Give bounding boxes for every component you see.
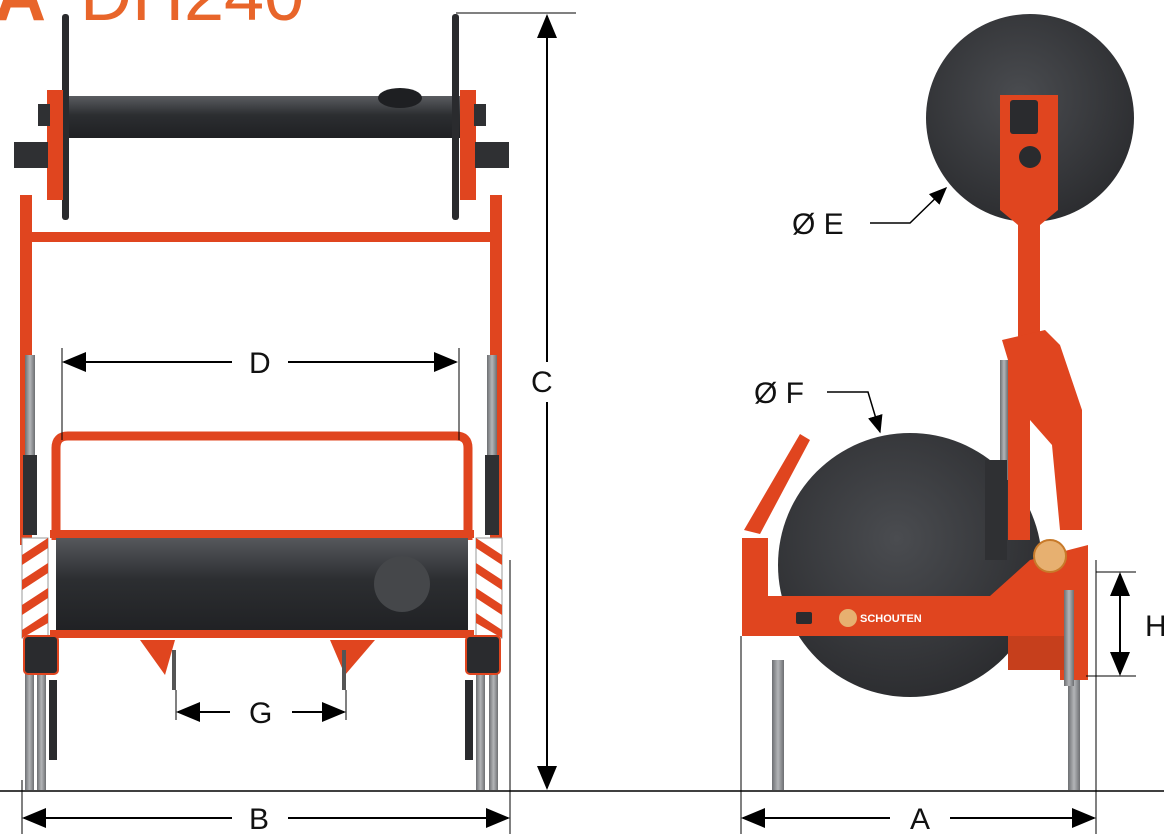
front-cylinder-right-body [485,455,499,535]
label-e: Ø E [792,208,844,241]
front-upper-flange-right [452,14,459,220]
front-tail-light-right [465,635,501,675]
front-foot-right [465,680,473,760]
side-leg-front [772,660,784,790]
front-motor-right-cap [474,104,486,126]
side-push-handle [744,434,810,534]
side-mast-arm [1002,330,1082,540]
front-upper-bracket-left [47,90,63,200]
front-motor-right [475,142,509,168]
side-cylinder-body [985,460,1007,560]
front-upper-drum-socket [378,88,422,108]
front-top-crossbeam [24,232,498,242]
front-hitch-bracket-left [140,640,175,675]
front-motor-left [14,142,48,168]
front-cylinder-right [487,355,497,465]
front-lower-frame-bottom [50,630,474,638]
side-cylinder-rod [1000,360,1008,480]
side-brand-logo-icon [1033,539,1067,573]
front-foot-left [49,680,57,760]
front-motor-left-cap [38,104,50,126]
side-view: SCHOUTEN [742,14,1134,790]
front-lower-frame-top [50,530,474,538]
side-brand-badge-icon [839,609,857,627]
dimension-annotations [21,12,1136,834]
front-view [14,14,509,790]
side-step-plate [1008,636,1068,670]
side-brand-strip: SCHOUTEN [796,609,922,627]
title-prefix: A [0,0,46,36]
brand-name: SCHOUTEN [860,613,922,625]
front-leg-left-outer [25,670,34,790]
front-leg-right-outer [489,670,498,790]
title-model: DH240 [80,0,304,36]
label-f: Ø F [754,377,804,410]
label-g: G [249,697,272,730]
front-hitch-pin-right [342,650,346,690]
side-mast-connector [1010,100,1038,134]
front-upper-bracket-right [460,90,476,200]
side-mast-hub [1019,146,1041,168]
label-b: B [249,803,269,834]
front-handle-bar [51,431,473,540]
dim-f-leader [827,391,883,434]
front-upper-flange-left [62,14,69,220]
front-hitch-pin-left [172,650,176,690]
front-cylinder-left-body [23,455,37,535]
front-cylinder-left [25,355,35,465]
front-leg-right-inner [476,670,485,790]
dim-e-leader [870,186,948,224]
side-chassis [742,538,1088,680]
front-leg-left-inner [37,670,46,790]
model-title: A DH240 [0,0,304,36]
side-mast-upper [1000,95,1058,360]
side-crank-rod [1064,590,1074,686]
front-lower-drum-hub [374,556,430,612]
label-a: A [910,803,930,834]
front-tail-light-left [23,635,59,675]
front-hitch-bracket-right [330,640,375,675]
label-h: H [1145,610,1164,643]
side-nameplate-icon [796,612,812,624]
label-c: C [531,366,553,399]
front-reflector-right [475,537,503,639]
front-reflector-left [21,537,49,639]
label-d: D [249,347,271,380]
dimension-labels: C D G B A H Ø E Ø F [249,208,1164,834]
